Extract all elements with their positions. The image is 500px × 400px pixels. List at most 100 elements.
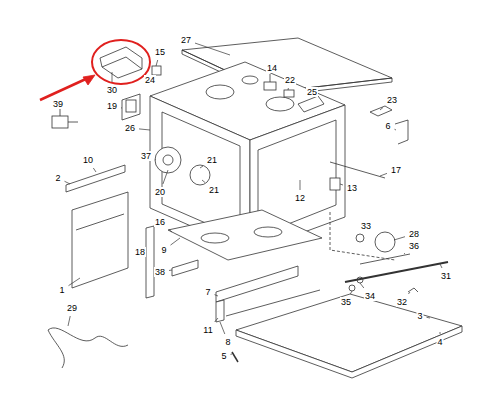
callout-number: 13 — [346, 183, 358, 193]
leader-line — [408, 292, 410, 294]
callout-number: 20 — [154, 187, 166, 197]
leader-line — [300, 180, 301, 190]
callout-number: 33 — [360, 221, 372, 231]
bottom-plate — [236, 294, 462, 372]
callout-number: 6 — [384, 121, 391, 131]
callout-number: 21 — [206, 155, 218, 165]
bracket-fold — [126, 57, 142, 69]
callout-number: 12 — [294, 193, 306, 203]
tray-hole — [254, 227, 282, 237]
bracket-38 — [172, 260, 198, 276]
leader-line — [93, 168, 96, 172]
clip — [152, 66, 161, 75]
callout-number: 14 — [266, 63, 278, 73]
callout-number: 22 — [284, 75, 296, 85]
thermostat-stem — [270, 74, 271, 82]
leader-line — [202, 180, 205, 182]
highlight-arrowhead — [83, 75, 95, 85]
leader-line — [163, 170, 168, 184]
tray-hole — [201, 233, 229, 243]
callout-number: 9 — [160, 245, 167, 255]
callout-number: 25 — [306, 87, 318, 97]
callout-number: 37 — [140, 151, 152, 161]
bracket-fold — [102, 57, 126, 67]
bottom-plate-edge — [236, 326, 462, 378]
leader-line — [155, 159, 157, 160]
leader-line — [139, 129, 150, 130]
leader-line — [65, 181, 70, 184]
vent — [122, 94, 140, 120]
highlight-circle — [92, 40, 150, 84]
callout-number: 27 — [180, 35, 192, 45]
screw — [232, 352, 238, 362]
callout-number: 5 — [220, 351, 227, 361]
leader-line — [440, 332, 441, 334]
vent-opening — [126, 100, 136, 112]
callout-number: 29 — [66, 303, 78, 313]
callout-number: 3 — [416, 311, 423, 321]
leader-line — [69, 278, 80, 286]
washer — [349, 285, 355, 291]
leader-line — [215, 318, 218, 322]
callout-number: 15 — [154, 47, 166, 57]
callout-number: 8 — [224, 337, 231, 347]
bracket-6 — [395, 120, 408, 144]
callout-number: 26 — [124, 123, 136, 133]
callout-number: 35 — [340, 297, 352, 307]
leader-line — [121, 107, 123, 108]
callout-number: 17 — [390, 165, 402, 175]
leader-line — [360, 283, 364, 288]
sensor — [284, 90, 294, 97]
fan-hub — [163, 155, 173, 165]
washer — [357, 277, 363, 283]
callout-number: 19 — [106, 101, 118, 111]
cover — [298, 96, 324, 112]
front-panel — [72, 192, 128, 288]
leader-line — [404, 253, 406, 255]
callout-number: 16 — [154, 217, 166, 227]
highlight-arrow — [40, 78, 88, 100]
thermostat — [264, 82, 276, 90]
top-hole — [266, 97, 294, 111]
rod-36 — [360, 254, 410, 264]
callout-number: 24 — [144, 75, 156, 85]
leader-line — [68, 316, 70, 326]
callout-number: 38 — [154, 267, 166, 277]
motor-shaft — [60, 108, 61, 116]
motor-shaft — [68, 122, 78, 123]
hinge-rod — [345, 262, 448, 282]
leader-line — [215, 295, 218, 296]
motor — [52, 116, 68, 128]
top-hole — [206, 85, 234, 99]
callout-number: 39 — [52, 99, 64, 109]
top-hole — [242, 76, 258, 84]
leader-line — [288, 88, 289, 90]
leader-line — [380, 173, 387, 176]
leader-line — [380, 108, 383, 110]
lamp — [330, 178, 340, 190]
leader-line — [169, 230, 172, 232]
callout-number: 4 — [436, 337, 443, 347]
leader-line — [394, 237, 405, 240]
callout-number: 34 — [364, 291, 376, 301]
nut — [356, 234, 364, 242]
leader-line — [340, 184, 343, 186]
leader-line — [195, 43, 230, 55]
callout-number: 2 — [54, 173, 61, 183]
leader-line — [350, 291, 352, 294]
bracket — [100, 47, 142, 78]
callout-number: 32 — [396, 297, 408, 307]
rod — [330, 162, 385, 178]
element — [190, 165, 210, 185]
callout-number: 11 — [202, 325, 213, 335]
callout-number: 28 — [408, 229, 420, 239]
leader-line — [169, 270, 172, 271]
leader-line — [427, 317, 430, 319]
dashed-guide — [330, 212, 395, 260]
leader-line — [440, 264, 442, 268]
front-frame — [216, 266, 298, 302]
callout-number: 30 — [106, 85, 118, 95]
leader-line — [200, 166, 203, 168]
